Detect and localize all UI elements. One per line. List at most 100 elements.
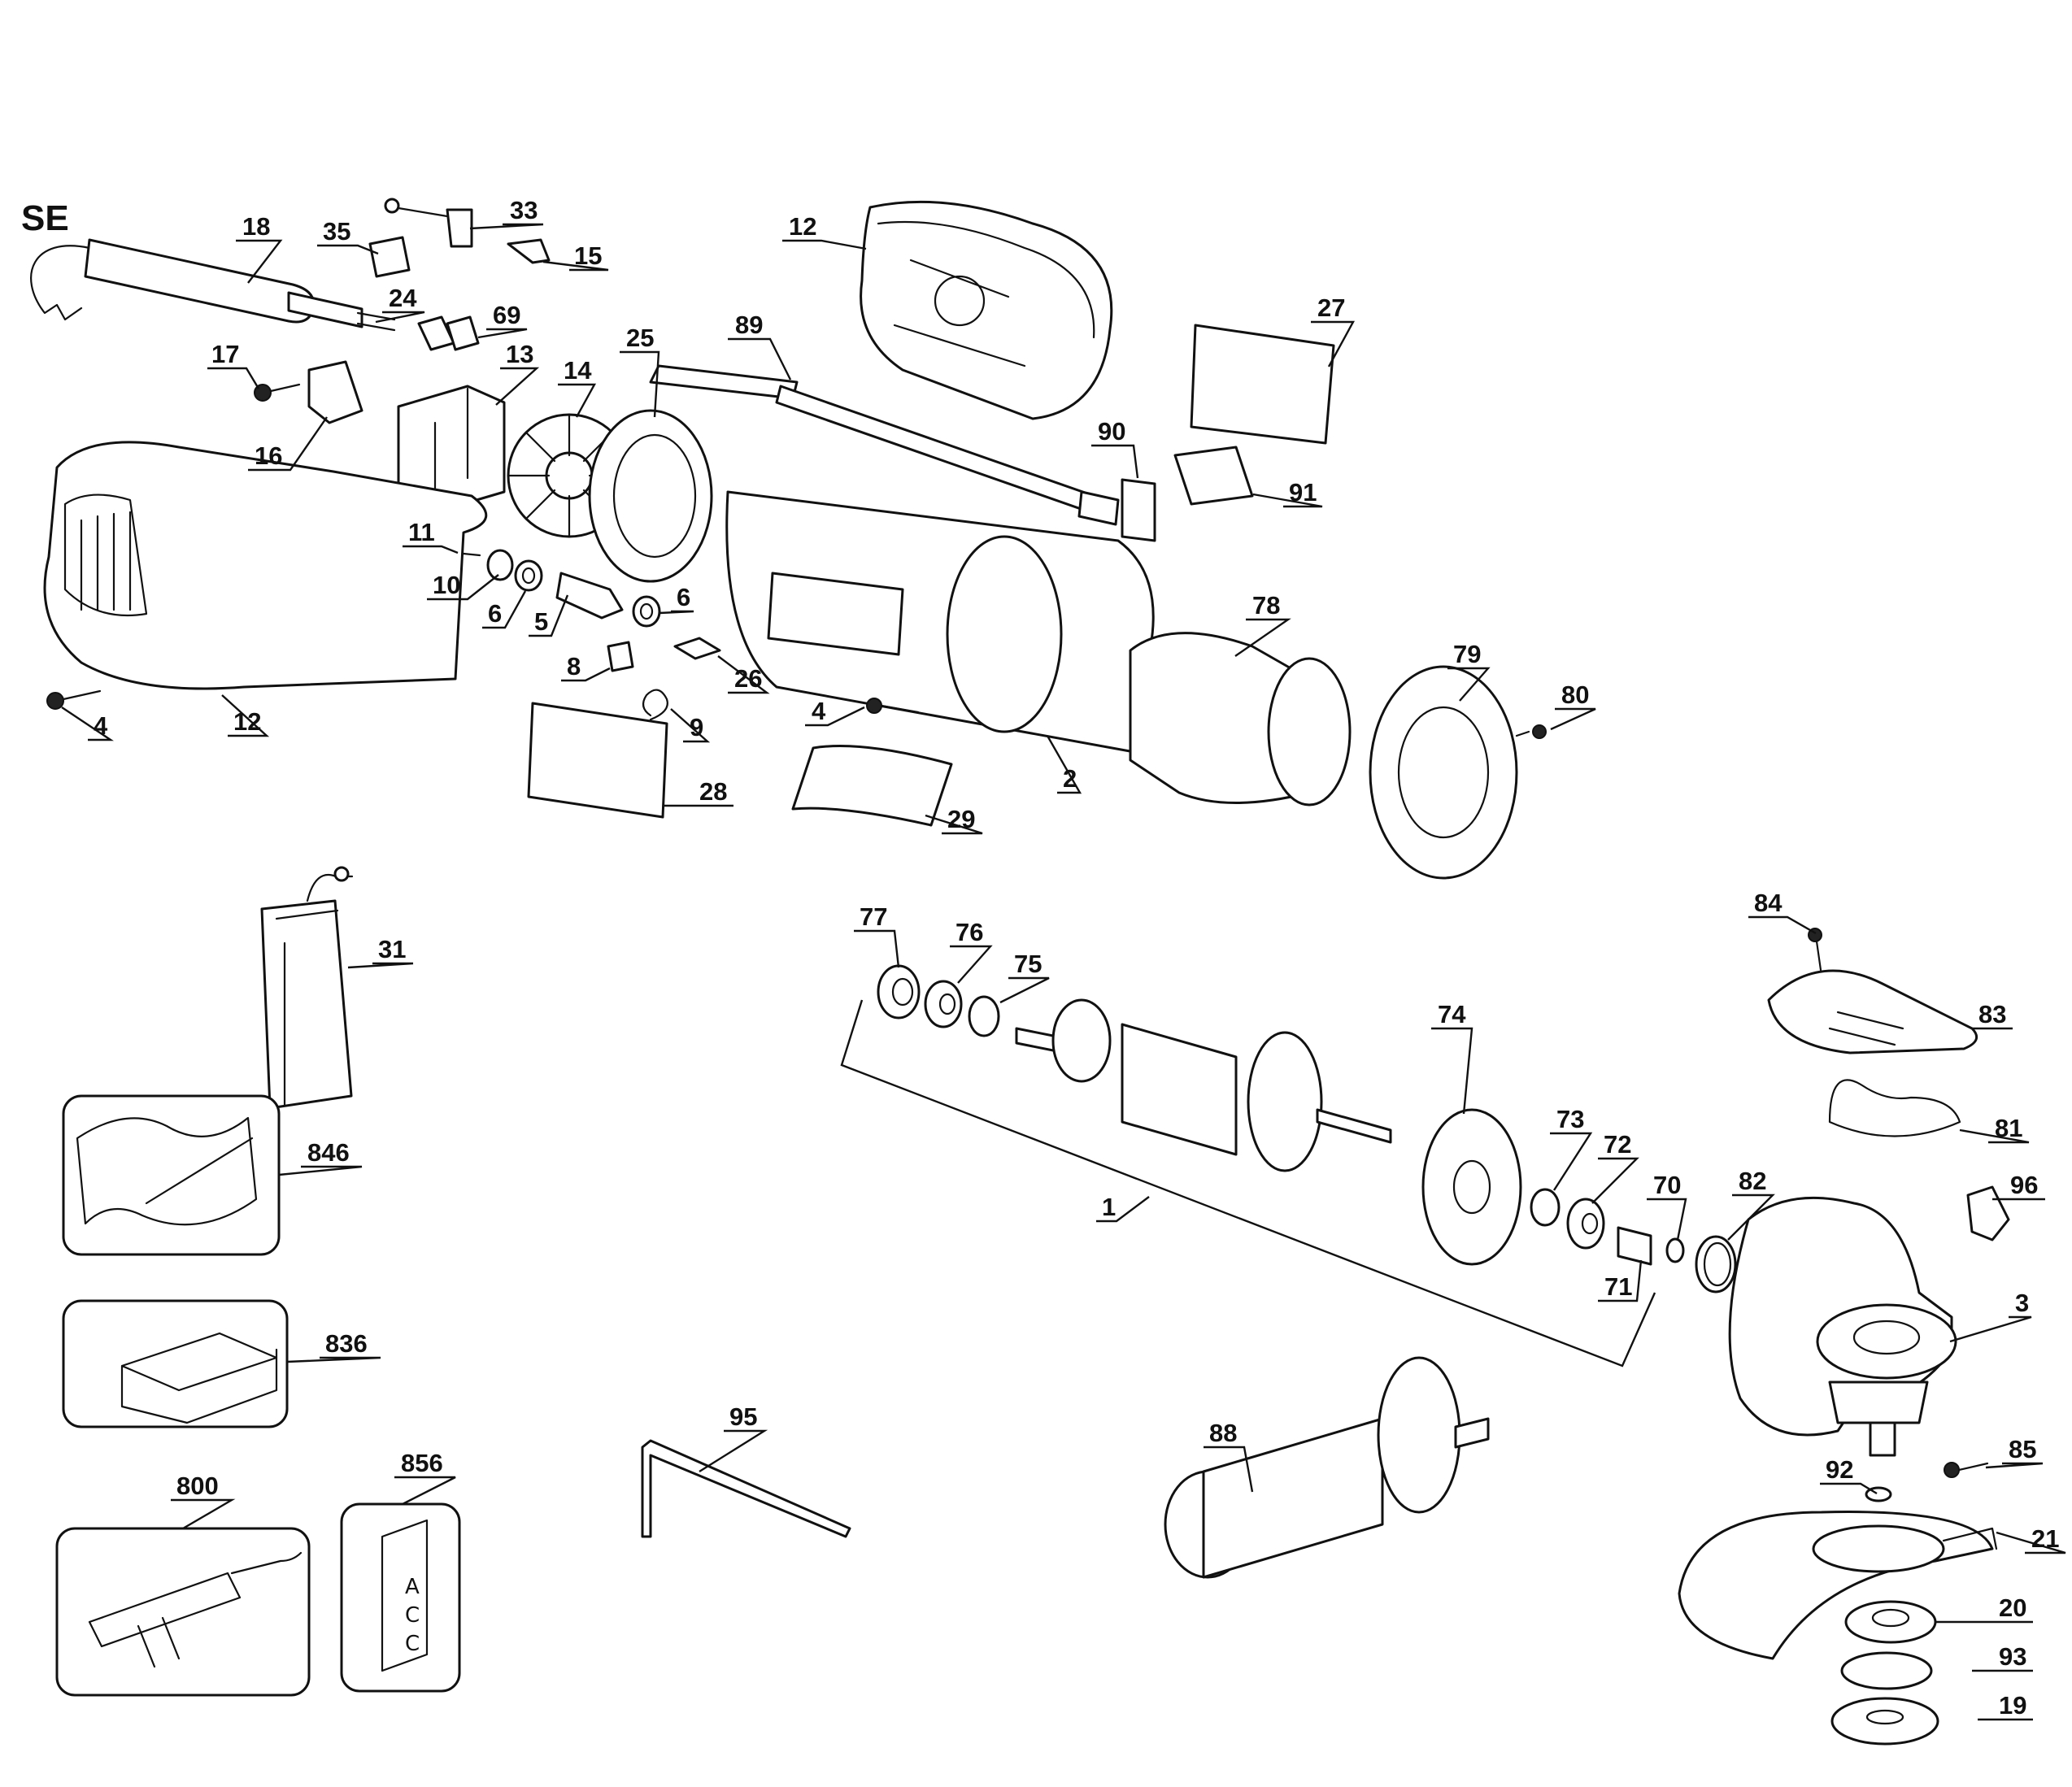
part-93-washer [1840, 1651, 1933, 1690]
part-16-strain-relief [307, 360, 363, 424]
part-31-module [260, 866, 354, 1110]
callout-19: 19 [1999, 1691, 2026, 1720]
callout-1: 1 [1102, 1193, 1116, 1221]
callout-85: 85 [2009, 1435, 2036, 1463]
part-76-washer [924, 980, 963, 1028]
callout-77: 77 [860, 902, 887, 931]
callout-12-top: 12 [789, 212, 816, 241]
accessory-800-grease-gun [55, 1527, 311, 1697]
part-15-clip [507, 238, 551, 264]
part-4-screw-center [866, 698, 920, 714]
callout-72: 72 [1604, 1130, 1631, 1159]
callout-29: 29 [947, 805, 975, 833]
callout-24: 24 [389, 284, 417, 312]
acc-letter-c1: C [405, 1603, 420, 1628]
callout-31: 31 [378, 935, 406, 963]
part-3-gear-case [1728, 1196, 1957, 1457]
part-89-lock-lever [649, 364, 1120, 526]
callout-846: 846 [307, 1138, 350, 1167]
part-83-cover [1767, 969, 1978, 1054]
callout-15: 15 [574, 241, 602, 270]
callouts: 18 33 35 15 24 69 17 13 14 25 89 12 27 1… [61, 196, 2066, 1721]
callout-76: 76 [955, 918, 983, 946]
callout-74: 74 [1438, 1000, 1466, 1028]
callout-4-center: 4 [812, 697, 826, 725]
callout-856: 856 [401, 1449, 443, 1477]
part-73-washer [1530, 1188, 1561, 1227]
part-85-screw [1944, 1462, 1989, 1478]
part-27-label [1190, 324, 1335, 445]
part-79-end-bearing-housing [1369, 665, 1518, 880]
part-26-terminal [673, 637, 721, 660]
callout-78: 78 [1252, 591, 1280, 620]
part-70-ring [1665, 1237, 1685, 1263]
callout-16: 16 [255, 441, 282, 470]
part-4-screw-left [46, 689, 102, 710]
part-8-brush [607, 641, 634, 672]
callout-90: 90 [1098, 417, 1125, 446]
acc-letter-c2: C [405, 1632, 420, 1656]
part-77-bearing [877, 964, 921, 1020]
part-12-top-housing [860, 200, 1113, 420]
callout-20: 20 [1999, 1594, 2026, 1622]
part-82-o-ring [1695, 1235, 1737, 1294]
part-29-label [791, 745, 953, 827]
callout-6-left: 6 [488, 599, 502, 628]
accessory-856-manual: A C C [340, 1502, 461, 1693]
callout-88: 88 [1209, 1419, 1237, 1447]
callout-25: 25 [626, 324, 654, 352]
callout-82: 82 [1739, 1167, 1766, 1195]
callout-21: 21 [2031, 1524, 2059, 1553]
part-12-motor-housing-left [43, 441, 488, 690]
part-2-motor-field-case [725, 490, 1155, 754]
callout-89: 89 [735, 311, 763, 339]
acc-letter-a: A [405, 1575, 420, 1599]
part-5-pinion [555, 572, 624, 620]
callout-27: 27 [1317, 293, 1345, 322]
accessory-846-hardware-kit [62, 1094, 281, 1256]
part-10-washer [486, 549, 514, 581]
part-74-baffle [1421, 1108, 1522, 1266]
part-25-baffle [588, 409, 713, 583]
part-90-brush-holder [1121, 478, 1156, 542]
callout-6-right: 6 [677, 583, 690, 611]
callout-17: 17 [211, 340, 239, 368]
part-18-power-cord [30, 238, 396, 332]
callout-8: 8 [567, 652, 581, 680]
callout-75: 75 [1014, 950, 1042, 978]
callout-33: 33 [510, 196, 538, 224]
part-21-guard [1678, 1511, 1998, 1660]
part-75-ring [968, 995, 1000, 1037]
part-6-bearing-left [514, 559, 543, 592]
callout-96: 96 [2010, 1171, 2038, 1199]
callout-35: 35 [323, 217, 350, 246]
callout-71: 71 [1604, 1272, 1632, 1301]
callout-79: 79 [1453, 640, 1481, 668]
part-20-flange [1844, 1600, 1937, 1644]
callout-69: 69 [493, 301, 520, 329]
callout-18: 18 [242, 212, 270, 241]
part-72-spacer [1566, 1198, 1605, 1250]
callout-80: 80 [1561, 680, 1589, 709]
part-84-screw [1808, 928, 1822, 972]
part-80-screw [1515, 724, 1547, 739]
callout-13: 13 [506, 340, 533, 368]
callout-92: 92 [1826, 1455, 1853, 1484]
callout-2: 2 [1063, 764, 1077, 793]
callout-12-left: 12 [233, 707, 261, 736]
model-code-label: SE [21, 198, 69, 238]
part-95-hex-key [641, 1439, 851, 1538]
part-69-connectors [417, 315, 480, 351]
part-71-bearing [1617, 1226, 1652, 1266]
part-6-bearing-right [632, 595, 661, 628]
callout-84: 84 [1754, 889, 1783, 917]
callout-3: 3 [2015, 1289, 2029, 1317]
part-28-label [527, 702, 668, 819]
callout-28: 28 [699, 777, 727, 806]
part-96-clip [1966, 1185, 2010, 1241]
callout-70: 70 [1653, 1171, 1681, 1199]
callout-73: 73 [1556, 1105, 1584, 1133]
callout-14: 14 [564, 356, 592, 385]
callout-836: 836 [325, 1329, 368, 1358]
